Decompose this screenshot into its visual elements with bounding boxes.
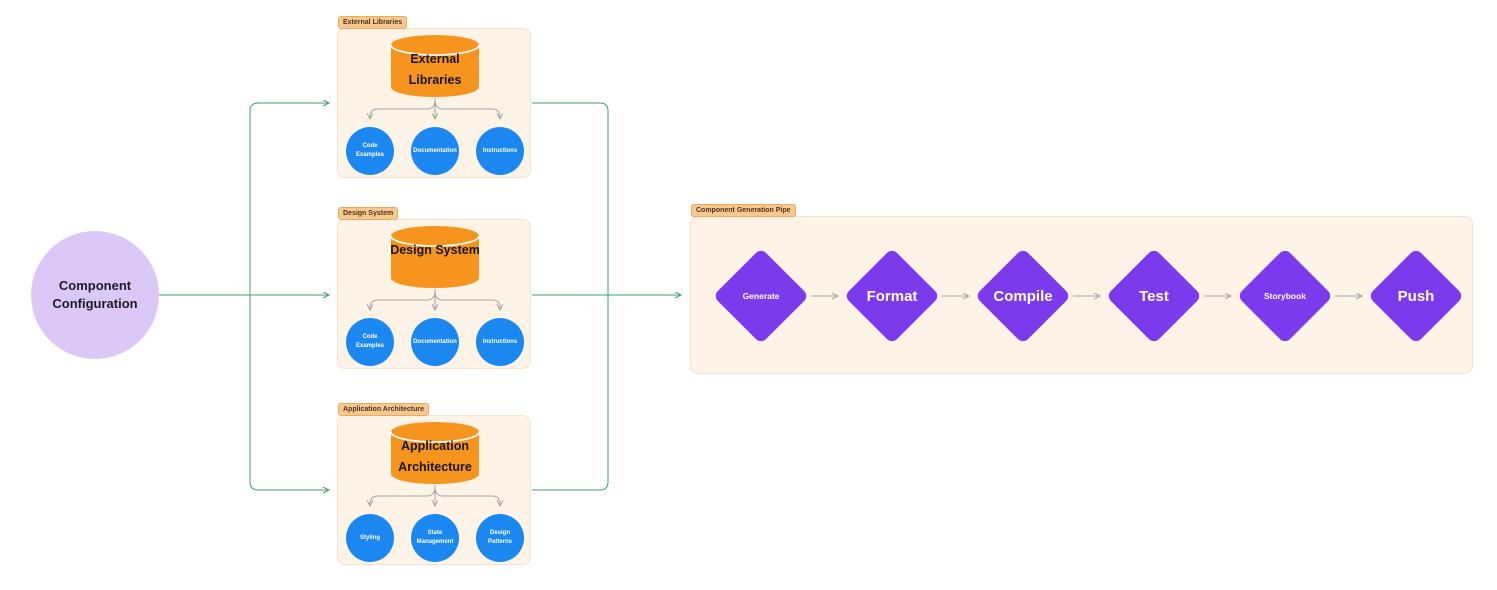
database-label: Design System (390, 243, 480, 257)
child-node[interactable]: State Management (411, 514, 459, 562)
start-node-component-configuration[interactable]: Component Configuration (31, 231, 159, 359)
database-node[interactable]: External Libraries (390, 34, 480, 98)
edge-start-to-external-libraries (249, 103, 329, 295)
child-label: Code Examples (355, 143, 385, 158)
child-label: Documentation (413, 338, 457, 345)
child-node[interactable]: Design Patterns (476, 514, 524, 562)
cylinder-icon (390, 35, 480, 97)
child-node[interactable]: Code Examples (346, 127, 394, 175)
cylinder-icon (390, 226, 480, 288)
stage-label: Compile (993, 287, 1053, 305)
group-badge: External Libraries (338, 16, 408, 30)
child-node[interactable]: Documentation (411, 127, 459, 175)
stage-node-compile[interactable]: Compile (974, 247, 1072, 345)
database-label: Application Architecture (398, 439, 472, 475)
group-external-libraries[interactable]: External Libraries External Libraries Co… (337, 16, 532, 179)
group-component-generation-pipe[interactable]: Component Generation Pipe Generate Forma… (690, 204, 1474, 375)
fork-connector (338, 485, 532, 566)
stage-label: Format (866, 287, 918, 305)
child-label: Code Examples (355, 334, 385, 349)
group-application-architecture[interactable]: Application Architecture Application Arc… (337, 403, 532, 566)
stage-label: Test (1139, 287, 1169, 305)
database-label: External Libraries (408, 52, 462, 88)
child-label: Design Patterns (487, 530, 512, 545)
child-node[interactable]: Code Examples (346, 318, 394, 366)
start-node-label: Component Configuration (52, 278, 138, 311)
child-node[interactable]: Instructions (476, 127, 524, 175)
stage-node-storybook[interactable]: Storybook (1236, 247, 1334, 345)
stage-node-format[interactable]: Format (843, 247, 941, 345)
cylinder-icon (390, 422, 480, 484)
fork-connector (338, 98, 532, 179)
group-badge: Component Generation Pipe (691, 204, 796, 218)
child-label: Documentation (413, 147, 457, 154)
stage-connectors (811, 217, 1474, 375)
group-badge: Design System (338, 207, 399, 221)
stage-node-test[interactable]: Test (1105, 247, 1203, 345)
fork-connector (338, 289, 532, 370)
child-label: Styling (359, 534, 380, 541)
edge-external-libraries-to-merge (532, 102, 609, 295)
child-node[interactable]: Documentation (411, 318, 459, 366)
group-design-system[interactable]: Design System Design System Code Example… (337, 207, 532, 370)
stage-label: Push (1397, 287, 1435, 305)
child-label: Instructions (482, 147, 518, 154)
stage-node-push[interactable]: Push (1367, 247, 1465, 345)
stage-node-generate[interactable]: Generate (712, 247, 810, 345)
database-node[interactable]: Design System (390, 225, 480, 289)
child-node[interactable]: Instructions (476, 318, 524, 366)
child-label: State Management (416, 530, 454, 545)
child-node[interactable]: Styling (346, 514, 394, 562)
stage-label: Generate (742, 291, 780, 301)
group-badge: Application Architecture (338, 403, 430, 417)
database-node[interactable]: Application Architecture (390, 421, 480, 485)
child-label: Instructions (482, 338, 518, 345)
edge-application-architecture-to-merge (532, 295, 609, 491)
stage-label: Storybook (1263, 291, 1307, 301)
edge-start-to-application-architecture (249, 295, 329, 490)
